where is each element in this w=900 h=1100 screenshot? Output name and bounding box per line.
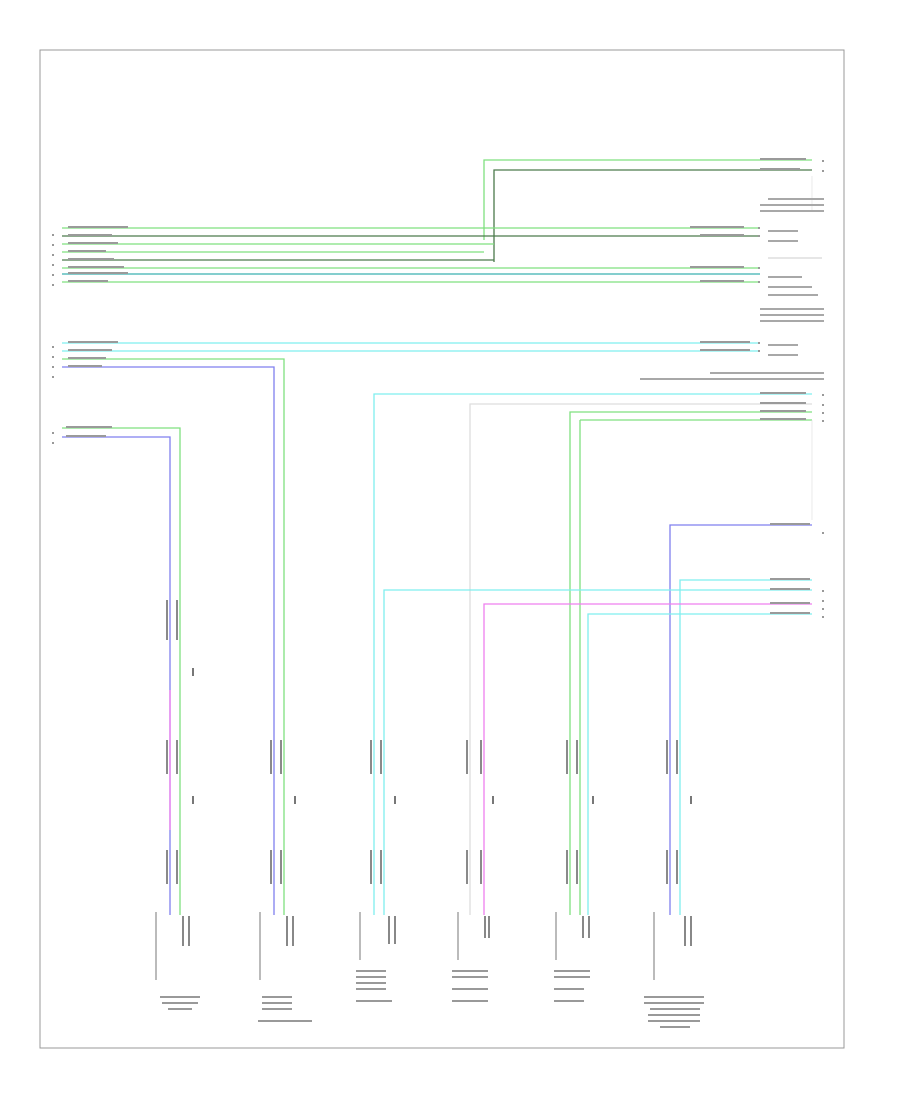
top-green-wires [62,159,812,283]
component-4 [452,912,490,1002]
left-pair-wires [62,427,181,915]
wire-label-marks [66,158,810,614]
wire [483,603,812,915]
wire [587,613,812,915]
wire [469,403,812,915]
lower-right-wires [383,524,812,915]
splice-marks [192,668,692,804]
component-3 [356,912,396,1002]
diagram-frame [39,49,845,1049]
components [155,912,704,1028]
sensor-feed-wires [373,393,812,915]
wire [62,358,285,915]
vertical-label-marks [166,600,678,884]
wire [383,589,812,915]
component-6 [644,912,704,1028]
wire [679,579,812,915]
wire [62,436,171,915]
component-2 [258,912,312,1022]
wire [669,524,812,915]
wire [373,393,812,915]
middle-cyan-wires [62,342,760,915]
component-1 [155,912,200,1010]
wire [483,159,812,240]
wire [493,169,812,262]
wire [62,366,275,915]
component-5 [554,912,590,1002]
pin-number-marks [52,160,824,618]
connector-headings [640,198,824,380]
wire [569,411,812,915]
wire [62,427,181,915]
